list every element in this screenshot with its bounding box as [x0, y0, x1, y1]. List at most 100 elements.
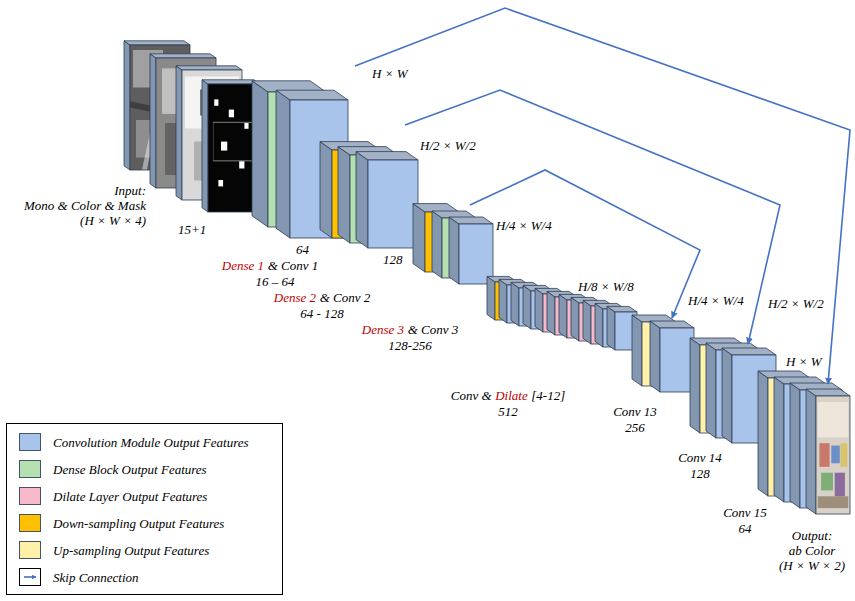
legend-text: Up-sampling Output Features — [53, 543, 209, 558]
slab-side — [790, 383, 800, 508]
layer-label: Conv &Dilate[4-12] — [451, 388, 566, 403]
slab-top — [607, 306, 637, 312]
legend-row: Skip Connection — [19, 568, 139, 586]
channel-label: 128 — [383, 252, 403, 267]
slab-top — [650, 321, 694, 328]
channel-label: 64 — [739, 521, 752, 536]
slab-side — [595, 303, 603, 347]
legend-swatch — [19, 514, 41, 532]
legend-row: Dense Block Output Features — [19, 460, 207, 478]
legend-swatch — [19, 487, 41, 505]
slab-top — [449, 217, 493, 224]
label-text: 15+1 — [178, 222, 206, 237]
feature-map-slab — [449, 217, 493, 284]
label-text: Output: — [792, 528, 832, 543]
feature-map-slab — [650, 321, 694, 392]
slab-side — [571, 297, 579, 341]
legend-swatch — [19, 541, 41, 559]
module-name: Dense 2 — [274, 290, 316, 305]
slab-top — [722, 348, 776, 355]
slab-side — [413, 204, 425, 272]
slab-side — [806, 389, 816, 514]
legend-arrow-sample — [19, 568, 41, 586]
legend-sample-box — [20, 569, 41, 586]
slab-side — [559, 294, 567, 338]
slab-side — [338, 147, 350, 243]
slab-side — [690, 338, 700, 433]
legend-sample-arrow — [24, 576, 36, 578]
slab-side — [650, 321, 660, 392]
label-text: 64 — [296, 242, 309, 257]
layer-label: Dense 3& Conv 3 — [362, 322, 458, 337]
channel-label: 512 — [498, 404, 518, 419]
channel-label: 64 — [296, 242, 309, 257]
label-text: Input: — [114, 183, 146, 198]
channel-label: 256 — [625, 420, 645, 435]
label-text: H/4 × W/4 — [688, 293, 744, 308]
label-text: Conv 14 — [678, 450, 722, 465]
label-text: & Conv 1 — [268, 258, 319, 273]
feature-map-slab — [356, 152, 418, 248]
skip-connection-arrow — [470, 170, 700, 318]
slab-top — [806, 389, 850, 396]
slab-side — [252, 81, 268, 227]
legend-text: Convolution Module Output Features — [53, 435, 249, 450]
input-label: (H × W × 4) — [80, 213, 146, 228]
output-image-panel — [806, 389, 850, 514]
legend-swatch — [19, 460, 41, 478]
slab-side — [487, 276, 495, 320]
label-text: Mono & Color & Mask — [24, 198, 146, 213]
slab-side — [774, 377, 784, 502]
legend-row: Up-sampling Output Features — [19, 541, 209, 559]
input-mask-panel — [202, 80, 260, 212]
output-label: (H × W × 2) — [779, 558, 845, 573]
output-label: ab Color — [789, 543, 836, 558]
slab-face — [816, 396, 850, 514]
label-text: 64 - 128 — [300, 306, 343, 321]
label-text: Conv & — [451, 388, 492, 403]
slab-top — [356, 152, 418, 160]
slab-side — [706, 343, 716, 438]
legend-box: Convolution Module Output FeaturesDense … — [6, 423, 283, 595]
label-text: 16 – 64 — [256, 274, 295, 289]
legend-row: Dilate Layer Output Features — [19, 487, 207, 505]
slab-side — [176, 66, 182, 200]
slab-side — [511, 282, 519, 326]
slab-side — [150, 54, 156, 188]
slab-face — [459, 224, 493, 284]
slab-top — [150, 54, 216, 58]
label-text: 512 — [498, 404, 518, 419]
slab-side — [356, 152, 368, 248]
layer-label: Conv 14 — [678, 450, 722, 465]
legend-text: Skip Connection — [53, 570, 139, 585]
resolution-label: H/2 × W/2 — [768, 296, 824, 311]
label-text: [4-12] — [531, 388, 565, 403]
label-text: ab Color — [789, 543, 836, 558]
label-text: H/2 × W/2 — [420, 138, 476, 153]
slab-side — [499, 279, 507, 323]
layer-label: Conv 13 — [613, 404, 657, 419]
slab-top — [276, 90, 348, 100]
legend-row: Convolution Module Output Features — [19, 433, 249, 451]
label-text: H × W — [786, 354, 822, 369]
label-text: Conv 15 — [723, 505, 767, 520]
layer-label: Dense 1 & Conv 1 — [222, 258, 318, 273]
resolution-label: H/2 × W/2 — [420, 138, 476, 153]
label-text: H × W — [372, 66, 408, 81]
module-name: Dense 1 — [222, 258, 264, 273]
resolution-label: H/4 × W/4 — [496, 218, 552, 233]
slab-side — [632, 315, 642, 386]
slab-side — [202, 80, 208, 212]
slab-side — [523, 285, 531, 329]
slab-side — [449, 217, 459, 284]
label-text: 128 — [690, 466, 710, 481]
resolution-label: H × W — [786, 354, 822, 369]
legend-row: Down-sampling Output Features — [19, 514, 224, 532]
skip-connections — [355, 8, 850, 384]
legend-swatch — [19, 433, 41, 451]
label-text: H/8 × W/8 — [578, 279, 634, 294]
resolution-label: H × W — [372, 66, 408, 81]
output-label: Output: — [792, 528, 832, 543]
slab-side — [607, 306, 615, 350]
